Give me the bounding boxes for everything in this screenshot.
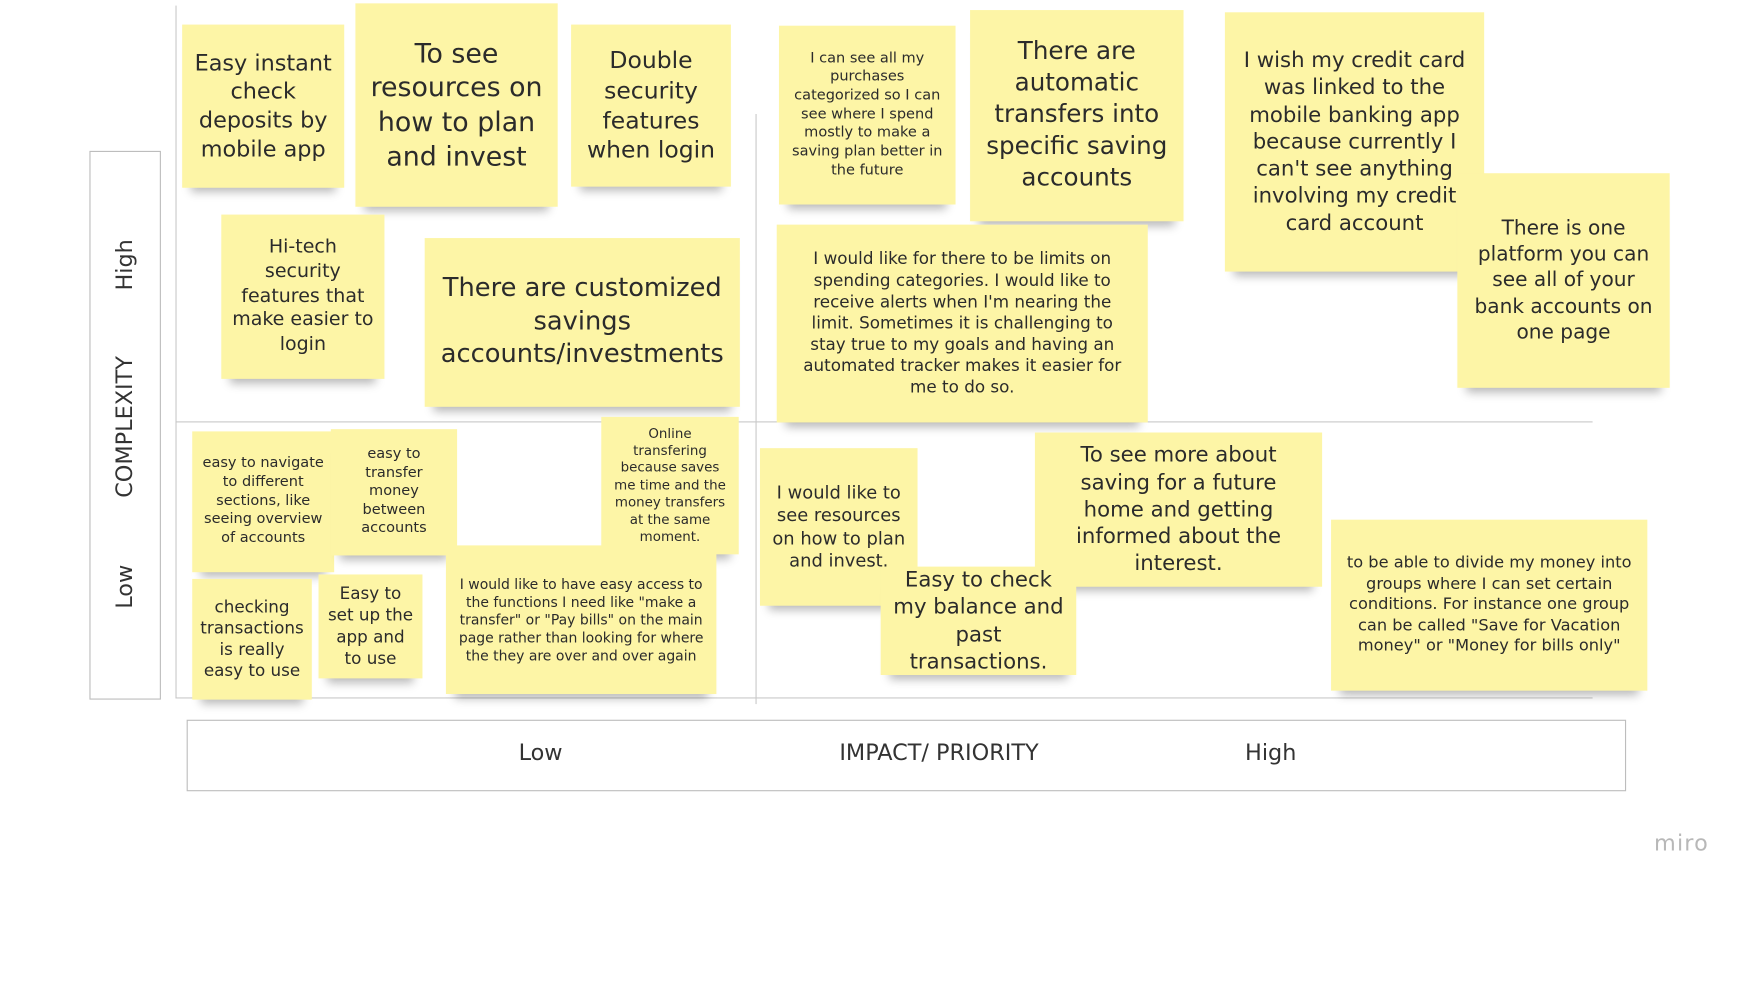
y-axis-title: COMPLEXITY [110, 356, 138, 498]
sticky-note[interactable]: to be able to divide my money into group… [1331, 519, 1648, 691]
sticky-note[interactable]: easy to navigate to different sections, … [192, 431, 335, 573]
sticky-note[interactable]: I wish my credit card was linked to the … [1224, 12, 1485, 272]
sticky-note-text: There is one platform you can see all of… [1474, 217, 1653, 344]
sticky-note-text: Easy to set up the app and to use [327, 583, 414, 668]
sticky-note-text: Online transfering because saves me time… [614, 425, 726, 545]
x-axis-title: IMPACT/ PRIORITY [839, 738, 1039, 766]
y-axis-line [175, 5, 177, 699]
sticky-note-text: I would like to see resources on how to … [772, 481, 906, 572]
sticky-note-text: There are customized savings accounts/in… [440, 274, 724, 370]
sticky-note[interactable]: easy to transfer money between accounts [330, 429, 458, 556]
miro-logo: miro [1654, 829, 1709, 857]
sticky-note[interactable]: I would like to have easy access to the … [445, 545, 717, 695]
sticky-note-text: easy to transfer money between accounts [361, 445, 427, 537]
sticky-note-text: easy to navigate to different sections, … [202, 455, 324, 547]
sticky-note-text: Double security features when login [586, 46, 716, 164]
sticky-note-text: To see more about saving for a future ho… [1075, 442, 1282, 577]
sticky-note-text: I wish my credit card was linked to the … [1243, 47, 1466, 236]
sticky-note-text: I would like to have easy access to the … [458, 575, 704, 664]
sticky-note-text: I can see all my purchases categorized s… [792, 50, 943, 179]
sticky-note[interactable]: Easy to set up the app and to use [318, 574, 423, 679]
sticky-note[interactable]: Online transfering because saves me time… [601, 416, 739, 555]
sticky-note-text: To see resources on how to plan and inve… [370, 37, 543, 172]
y-low-label: Low [110, 564, 138, 609]
sticky-note-text: There are automatic transfers into speci… [986, 38, 1168, 192]
sticky-note-text: checking transactions is really easy to … [200, 596, 304, 681]
sticky-note[interactable]: checking transactions is really easy to … [192, 578, 312, 700]
sticky-note[interactable]: Easy instant check deposits by mobile ap… [182, 24, 345, 188]
y-high-label: High [110, 239, 138, 291]
sticky-note[interactable]: Double security features when login [571, 24, 731, 187]
x-axis-line [175, 697, 1593, 699]
sticky-note[interactable]: Hi-tech security features that make easi… [221, 214, 385, 379]
vertical-divider [755, 113, 757, 705]
sticky-note[interactable]: I can see all my purchases categorized s… [778, 25, 956, 205]
sticky-note-text: I would like for there to be limits on s… [803, 248, 1122, 398]
sticky-note[interactable]: To see resources on how to plan and inve… [355, 3, 558, 207]
sticky-note[interactable]: Easy to check my balance and past transa… [880, 566, 1077, 676]
x-high-label: High [1245, 738, 1297, 766]
sticky-note-text: to be able to divide my money into group… [1346, 554, 1632, 656]
sticky-note-text: Hi-tech security features that make easi… [232, 235, 374, 356]
sticky-note[interactable]: To see more about saving for a future ho… [1034, 432, 1323, 587]
sticky-note[interactable]: I would like for there to be limits on s… [776, 224, 1148, 423]
sticky-note[interactable]: There are customized savings accounts/in… [424, 238, 740, 407]
complexity-axis-box [89, 150, 161, 700]
sticky-note-text: Easy instant check deposits by mobile ap… [194, 48, 332, 162]
sticky-note[interactable]: There is one platform you can see all of… [1457, 173, 1670, 388]
impact-axis-box [186, 719, 1627, 792]
sticky-note-text: Easy to check my balance and past transa… [893, 567, 1064, 674]
x-low-label: Low [518, 738, 563, 766]
sticky-note[interactable]: There are automatic transfers into speci… [970, 10, 1184, 222]
